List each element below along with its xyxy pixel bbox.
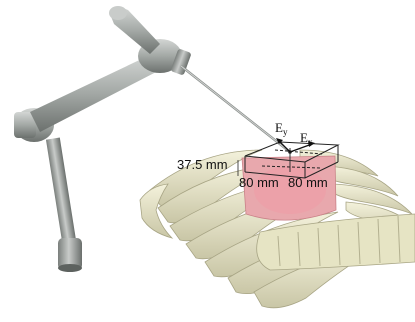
arm-base-post	[46, 138, 76, 243]
depth-dimension-label: 37.5 mm	[177, 158, 228, 171]
width-dimension-label-a: 80 mm	[239, 176, 279, 189]
axis-ex-label: Ex	[300, 131, 312, 144]
axis-ey-subscript: y	[283, 127, 288, 137]
axis-ey-letter: E	[275, 120, 283, 135]
spine	[257, 214, 415, 270]
axis-ex-letter: E	[300, 130, 308, 145]
arm-main-link	[30, 55, 160, 132]
width-dimension-label-b: 80 mm	[288, 176, 328, 189]
axis-ey-label: Ey	[275, 121, 287, 134]
axis-ex-subscript: x	[308, 137, 313, 147]
